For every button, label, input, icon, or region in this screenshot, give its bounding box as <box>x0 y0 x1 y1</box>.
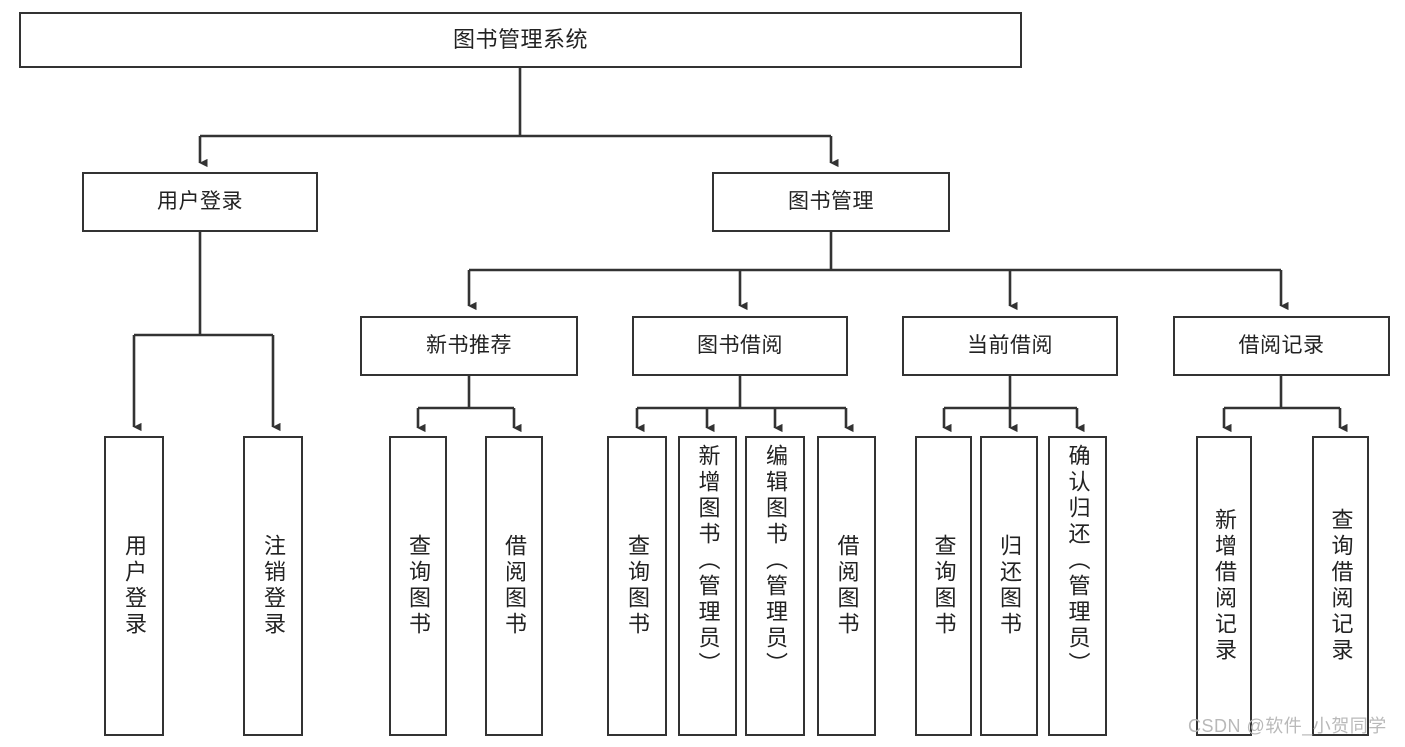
node-leaf-query-book-borrow[interactable]: 查询图书 <box>607 436 667 736</box>
node-label: 归还图书 <box>997 534 1022 638</box>
node-label: 查询图书 <box>931 534 957 638</box>
node-label: 借阅图书 <box>834 534 860 638</box>
node-label: 借阅记录 <box>1238 333 1325 357</box>
node-label: 图书管理 <box>788 189 874 213</box>
node-current-borrow[interactable]: 当前借阅 <box>902 316 1118 376</box>
node-borrow-record[interactable]: 借阅记录 <box>1173 316 1390 376</box>
node-label: 当前借阅 <box>967 333 1053 357</box>
node-label: 用户登录 <box>122 534 147 638</box>
node-leaf-borrow-book-recommend[interactable]: 借阅图书 <box>485 436 543 736</box>
node-new-book-recommend[interactable]: 新书推荐 <box>360 316 578 376</box>
node-book-borrow[interactable]: 图书借阅 <box>632 316 848 376</box>
node-leaf-query-borrow-record[interactable]: 查询借阅记录 <box>1312 436 1369 736</box>
node-leaf-query-book-recommend[interactable]: 查询图书 <box>389 436 447 736</box>
node-label: 注销登录 <box>261 534 286 638</box>
node-leaf-add-borrow-record[interactable]: 新增借阅记录 <box>1196 436 1252 736</box>
node-root-book-management-system[interactable]: 图书管理系统 <box>19 12 1022 68</box>
node-label: 查询图书 <box>406 534 431 638</box>
node-book-management[interactable]: 图书管理 <box>712 172 950 232</box>
node-label: 图书借阅 <box>697 333 783 357</box>
node-leaf-edit-book-admin[interactable]: 编辑图书（管理员） <box>745 436 805 736</box>
node-leaf-query-book-current[interactable]: 查询图书 <box>915 436 972 736</box>
node-leaf-return-book[interactable]: 归还图书 <box>980 436 1038 736</box>
node-leaf-confirm-return-admin[interactable]: 确认归还（管理员） <box>1048 436 1107 736</box>
csdn-watermark: CSDN @软件_小贺同学 <box>1188 716 1387 736</box>
node-user-login[interactable]: 用户登录 <box>82 172 318 232</box>
node-leaf-logout-login[interactable]: 注销登录 <box>243 436 303 736</box>
node-label: 新书推荐 <box>426 333 512 357</box>
node-label: 查询图书 <box>625 534 650 638</box>
node-label: 编辑图书（管理员） <box>763 444 788 678</box>
node-leaf-user-login[interactable]: 用户登录 <box>104 436 164 736</box>
node-leaf-borrow-book[interactable]: 借阅图书 <box>817 436 876 736</box>
node-label: 新增图书（管理员） <box>695 444 721 678</box>
node-label: 查询借阅记录 <box>1328 508 1354 664</box>
node-label: 确认归还（管理员） <box>1065 444 1091 678</box>
node-label: 借阅图书 <box>502 534 527 638</box>
node-label: 图书管理系统 <box>452 27 588 53</box>
node-label: 新增借阅记录 <box>1212 508 1237 664</box>
node-leaf-add-book-admin[interactable]: 新增图书（管理员） <box>678 436 737 736</box>
node-label: 用户登录 <box>157 189 243 213</box>
